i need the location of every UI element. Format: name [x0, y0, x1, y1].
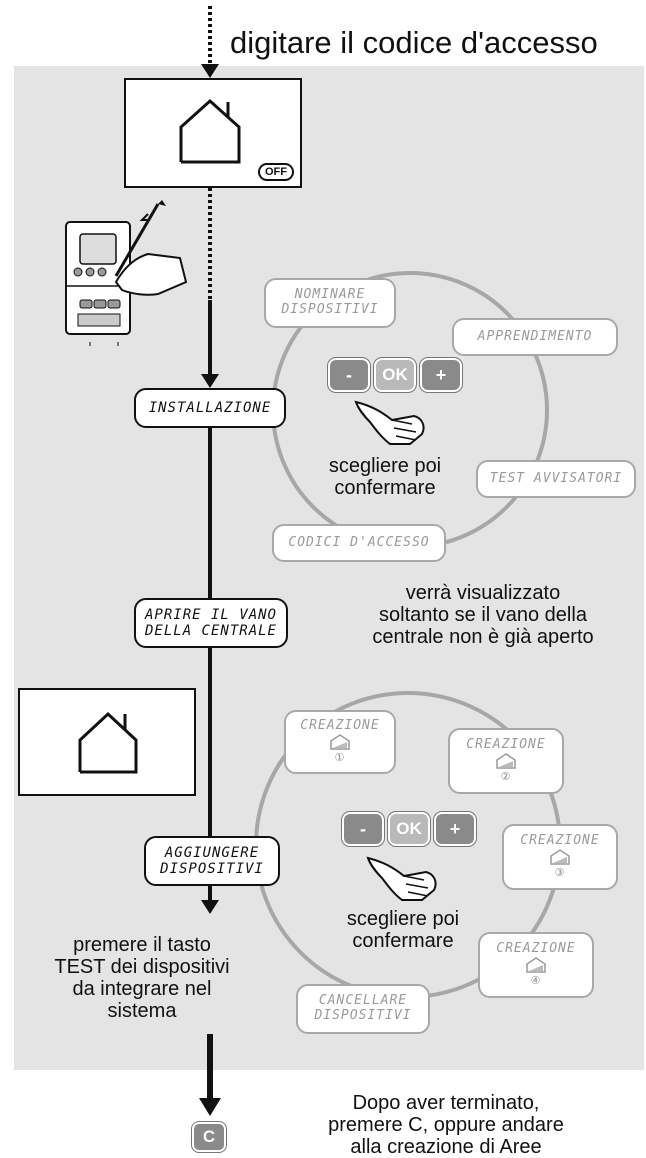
keypad-device-icon	[65, 200, 188, 346]
option-codici-label: CODICI D'ACCESSO	[288, 534, 430, 550]
final-note-line3: alla creazione di Aree	[350, 1136, 542, 1158]
option-creazione-1: CREAZIONE ①	[284, 710, 396, 774]
control-panel-screen-2	[18, 688, 196, 796]
note-line3: centrale non è già aperto	[372, 626, 594, 648]
ok-key: OK	[388, 812, 430, 846]
menu-installazione-label: INSTALLAZIONE	[148, 399, 272, 416]
pointing-hand-icon	[366, 856, 437, 901]
creazione-3-number: ③	[554, 866, 566, 880]
option-creazione-2: CREAZIONE ②	[448, 728, 564, 794]
minus-key: -	[342, 812, 384, 846]
option-nominare-dispositivi: NOMINARE DISPOSITIVI	[264, 278, 396, 328]
test-note-line3: da integrare nel	[72, 978, 212, 1000]
access-code-instruction: digitare il codice d'accesso	[230, 25, 598, 60]
shaded-house-icon	[330, 734, 350, 750]
creazione-4-label: CREAZIONE	[496, 941, 576, 957]
final-note-line2: premere C, oppure andare	[328, 1114, 564, 1136]
menu-aggiungere-line1: AGGIUNGERE	[164, 844, 260, 861]
option-nominare-line1: NOMINARE	[294, 287, 366, 303]
cancellare-line1: CANCELLARE	[318, 993, 408, 1009]
menu-aggiungere-dispositivi: AGGIUNGERE DISPOSITIVI	[144, 836, 280, 886]
creazione-2-label: CREAZIONE	[466, 737, 546, 753]
menu-aprire-line1: APRIRE IL VANO	[144, 606, 277, 623]
creazione-1-number: ①	[334, 751, 346, 765]
final-note: Dopo aver terminato, premere C, oppure a…	[296, 1092, 596, 1158]
test-note-line4: sistema	[107, 1000, 177, 1022]
creazione-4-number: ④	[530, 974, 542, 988]
option-codici-accesso: CODICI D'ACCESSO	[272, 524, 446, 562]
plus-key: +	[434, 812, 476, 846]
option-creazione-3: CREAZIONE ③	[502, 824, 618, 890]
plus-key: +	[420, 358, 462, 392]
shaded-house-icon	[496, 753, 516, 769]
keypad-1: - OK +	[328, 358, 462, 392]
ok-key: OK	[374, 358, 416, 392]
note-line2: soltanto se il vano della	[379, 604, 587, 626]
shaded-house-icon	[526, 957, 546, 973]
option-apprendimento-label: APPRENDIMENTO	[477, 328, 593, 344]
cancellare-line2: DISPOSITIVI	[314, 1008, 412, 1023]
option-nominare-line2: DISPOSITIVI	[281, 302, 379, 317]
wheel2-instruction-line1: scegliere poi	[346, 908, 460, 930]
wheel1-instruction-line2: confermare	[334, 477, 436, 499]
note-line1: verrà visualizzato	[405, 582, 561, 604]
shaded-house-icon	[550, 849, 570, 865]
option-cancellare-dispositivi: CANCELLARE DISPOSITIVI	[296, 984, 430, 1034]
option-test-avvisatori: TEST AVVISATORI	[476, 460, 636, 498]
pointing-hand-icon	[354, 400, 425, 445]
test-note-line1: premere il tasto	[73, 934, 211, 956]
house-icon	[179, 98, 241, 164]
house-icon	[78, 711, 138, 774]
option-test-avvisatori-label: TEST AVVISATORI	[489, 470, 623, 486]
test-note-line2: TEST dei dispositivi	[54, 956, 230, 978]
visibility-note: verrà visualizzato soltanto se il vano d…	[338, 582, 628, 648]
test-note: premere il tasto TEST dei dispositivi da…	[22, 934, 262, 1022]
menu-aggiungere-line2: DISPOSITIVI	[160, 861, 264, 877]
c-key: C	[192, 1122, 226, 1152]
wheel1-instruction-line1: scegliere poi	[328, 455, 442, 477]
menu-installazione: INSTALLAZIONE	[134, 388, 286, 428]
option-creazione-4: CREAZIONE ④	[478, 932, 594, 998]
final-note-line1: Dopo aver terminato,	[352, 1092, 540, 1114]
creazione-2-number: ②	[500, 770, 512, 784]
menu-aprire-line2: DELLA CENTRALE	[144, 623, 277, 639]
control-panel-screen: OFF	[124, 78, 302, 188]
creazione-3-label: CREAZIONE	[520, 833, 600, 849]
keypad-2: - OK +	[342, 812, 476, 846]
wheel2-instruction-line2: confermare	[352, 930, 454, 952]
off-badge: OFF	[258, 163, 294, 181]
menu-aprire-vano: APRIRE IL VANO DELLA CENTRALE	[134, 598, 288, 648]
creazione-1-label: CREAZIONE	[300, 718, 380, 734]
minus-key: -	[328, 358, 370, 392]
wheel2-instruction: scegliere poi confermare	[328, 908, 478, 952]
option-apprendimento: APPRENDIMENTO	[452, 318, 618, 356]
wheel1-instruction: scegliere poi confermare	[310, 455, 460, 499]
